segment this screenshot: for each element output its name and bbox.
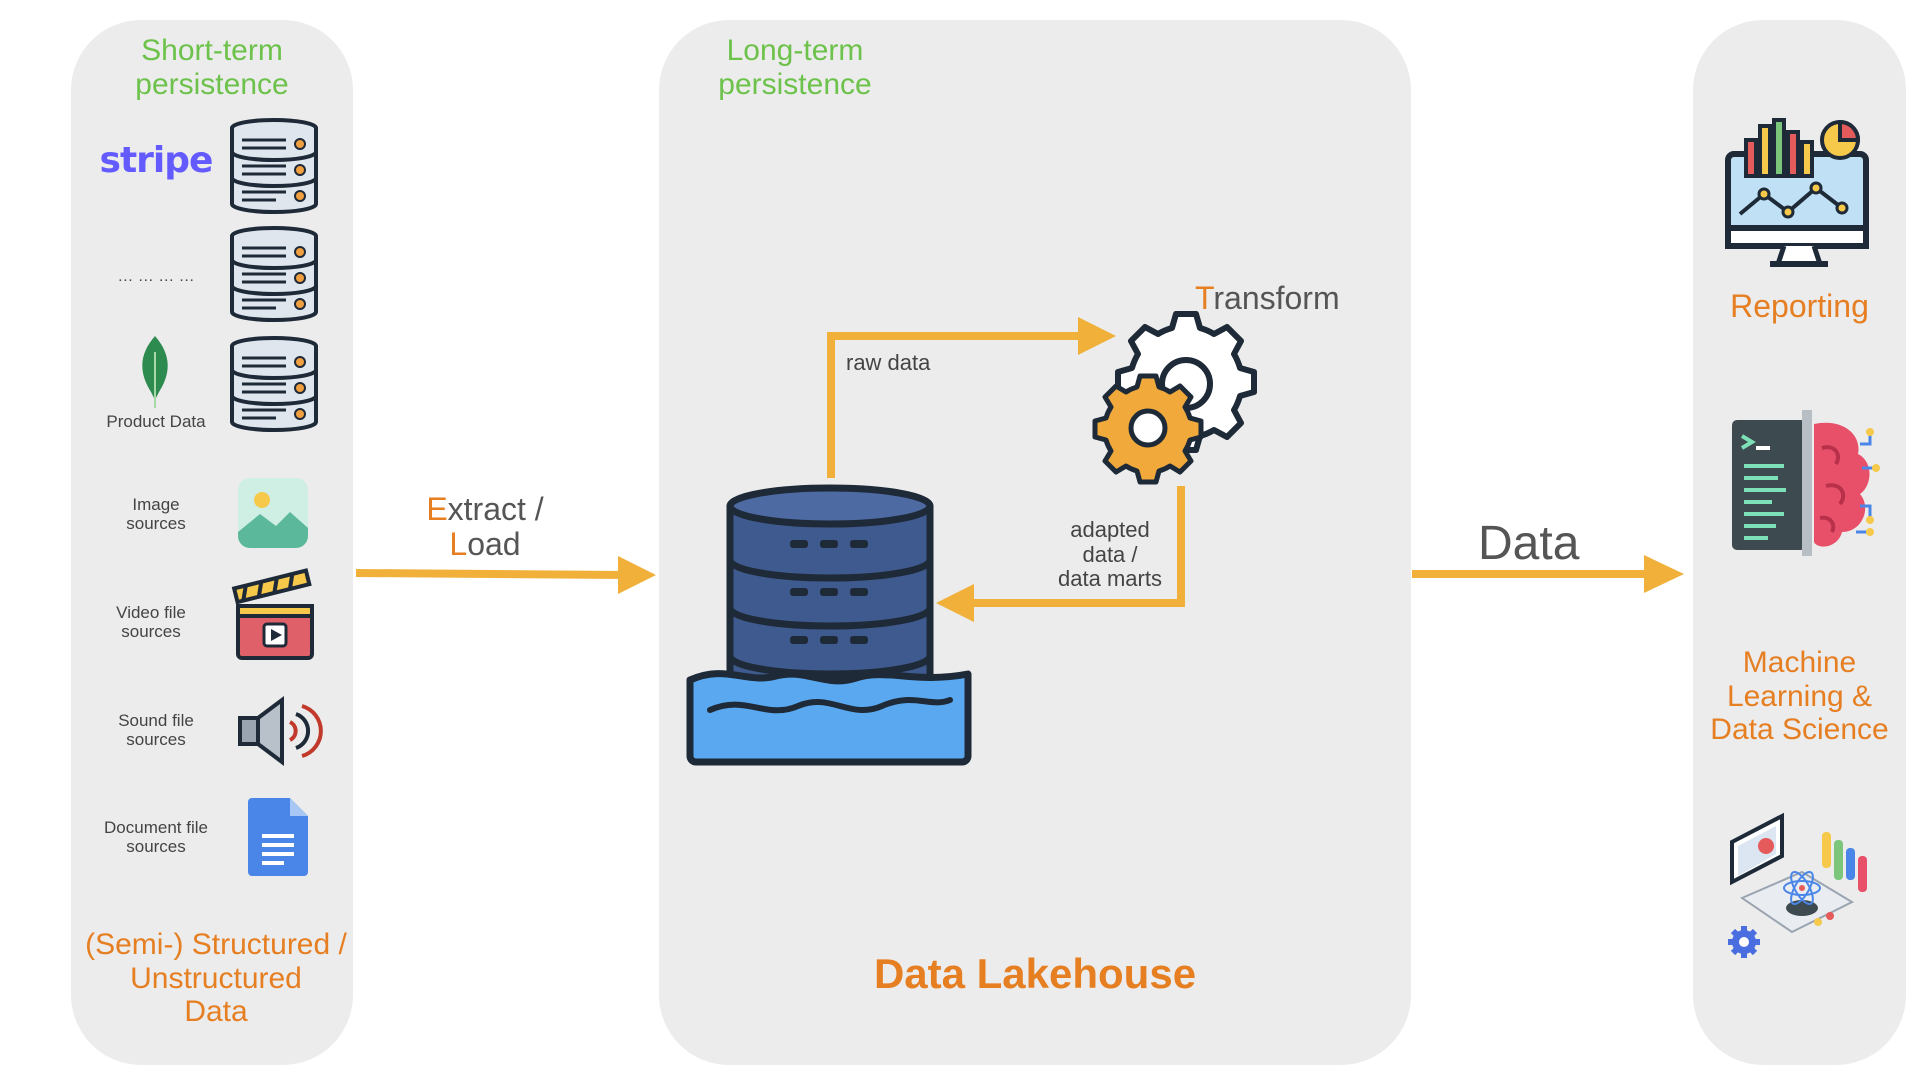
database-icon [230,118,318,214]
document-icon [248,798,308,876]
reporting-label: Reporting [1730,288,1869,324]
sound-sources-label: Sound file sources [118,711,194,750]
data-science-workstation-icon [1728,812,1867,958]
adapted-data-arrow [936,486,1185,622]
short-term-heading: Short-term persistence [135,34,289,101]
extract-load-label: Extract / Load [426,491,544,563]
clapperboard-icon [231,568,314,660]
data-arrow [1412,555,1684,593]
extract-load-arrow [355,556,656,594]
raw-data-label: raw data [846,350,931,375]
image-icon [238,478,308,548]
document-sources-label: Document file sources [104,818,208,857]
left-panel-footer: (Semi-) Structured / Unstructured Data [85,928,347,1029]
video-sources-label: Video file sources [116,603,186,642]
database-icon [230,226,318,322]
mongodb-leaf-icon [142,336,168,408]
image-sources-label: Image sources [126,495,186,534]
database-lake-icon [686,484,972,766]
code-brain-icon [1732,410,1880,556]
ml-data-science-label: Machine Learning & Data Science [1710,646,1889,747]
raw-data-arrow [827,317,1116,478]
transform-label: Transform [1195,280,1340,316]
database-icon [230,336,318,432]
dashboard-monitor-icon [1725,118,1869,267]
data-lakehouse-title: Data Lakehouse [873,950,1197,997]
long-term-heading: Long-term persistence [718,34,872,101]
product-data-label: Product Data [106,412,206,431]
data-label: Data [1478,517,1580,570]
adapted-data-label: adapted data / data marts [1058,517,1162,592]
ellipsis-label: … … … … [117,268,195,285]
stripe-logo: stripe [99,140,214,181]
speaker-icon [238,696,323,766]
gears-icon [1092,311,1257,485]
